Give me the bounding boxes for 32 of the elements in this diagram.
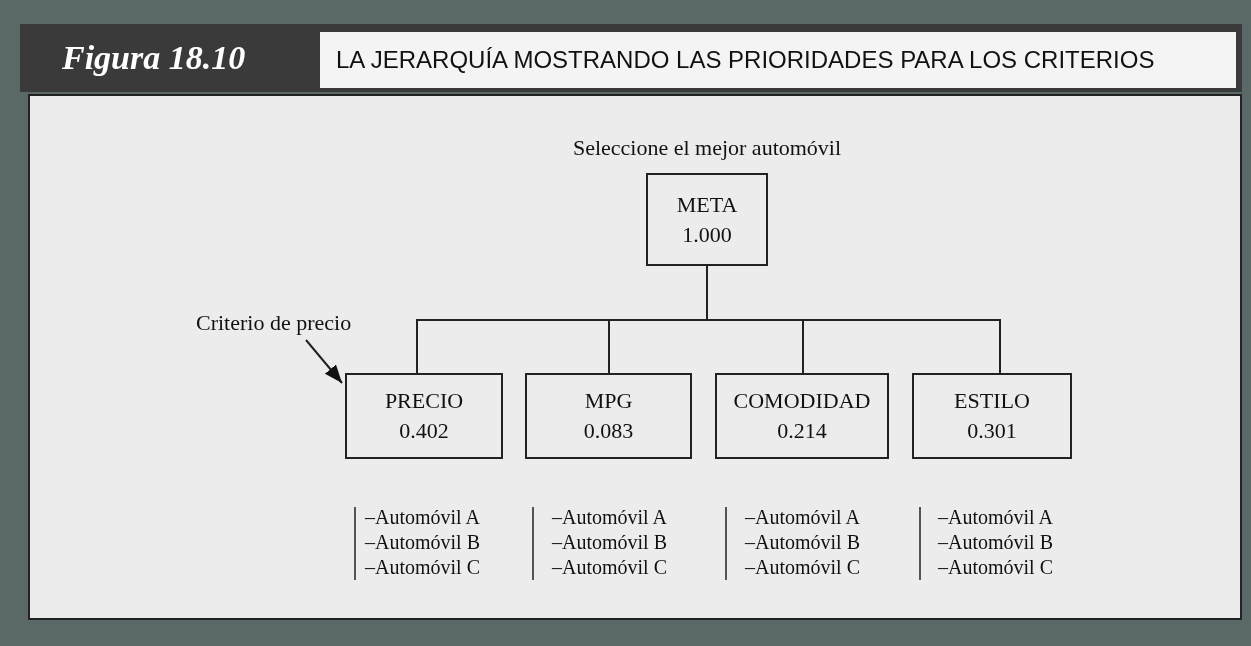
alternative-item: –Automóvil A [938, 505, 1053, 530]
alternative-item: –Automóvil B [552, 530, 667, 555]
alternative-item: –Automóvil A [552, 505, 667, 530]
priority-value: 0.402 [399, 417, 449, 445]
alternative-item: –Automóvil C [365, 555, 480, 580]
criterion-box [345, 373, 503, 459]
priority-value: 0.083 [583, 417, 634, 445]
alternative-item: –Automóvil C [552, 555, 667, 580]
box-heading: MPG [584, 387, 633, 415]
figure-title: LA JERARQUÍA MOSTRANDO LAS PRIORIDADES PARA LOS CRITERIOS [320, 32, 1236, 88]
callout-text: Criterio de precio [196, 308, 386, 338]
alternative-item: –Automóvil B [745, 530, 860, 555]
alternative-item: –Automóvil C [745, 555, 860, 580]
box-heading: META [676, 190, 738, 219]
criterion-box [525, 373, 692, 459]
priority-value: 1.000 [682, 220, 732, 249]
criterion-box [715, 373, 889, 459]
alternative-item: –Automóvil A [365, 505, 480, 530]
leader-arrow [305, 339, 343, 384]
box-heading: ESTILO [954, 387, 1030, 415]
goal-caption: Seleccione el mejor automóvil [571, 134, 843, 162]
criterion-box [912, 373, 1072, 459]
priority-value: 0.301 [967, 417, 1017, 445]
alternative-item: –Automóvil C [938, 555, 1053, 580]
box-heading: PRECIO [384, 387, 464, 415]
priority-value: 0.214 [777, 417, 827, 445]
criterion-box [646, 173, 768, 266]
alternative-item: –Automóvil B [938, 530, 1053, 555]
alternative-item: –Automóvil B [365, 530, 480, 555]
box-heading: COMODIDAD [733, 387, 871, 415]
alternative-item: –Automóvil A [745, 505, 860, 530]
figure-number: Figura 18.10 [62, 38, 246, 78]
